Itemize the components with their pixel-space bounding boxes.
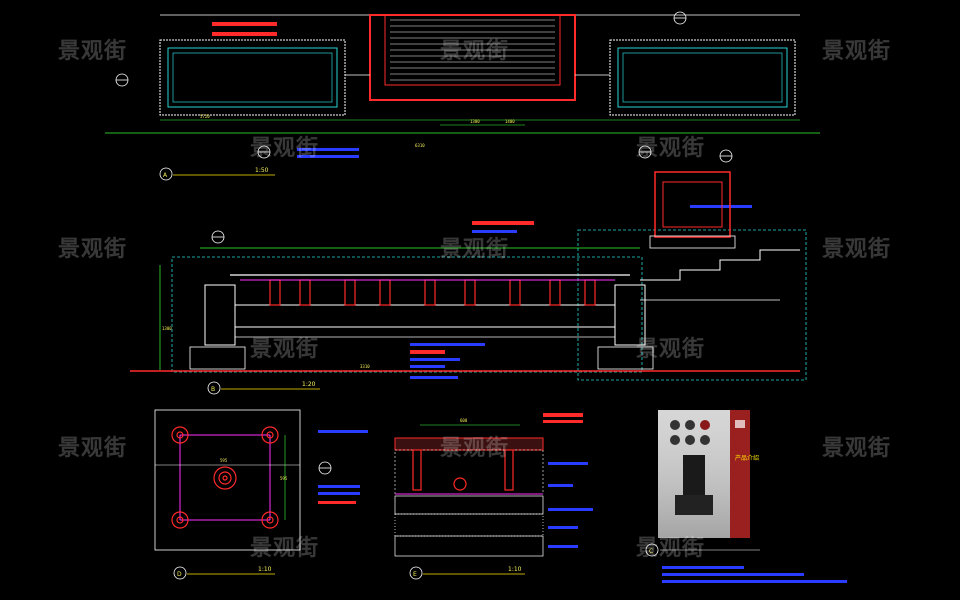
label-b-letter: B [211, 386, 215, 393]
watermark: 景观街 [58, 435, 127, 461]
dim-overall-width: 6310 [415, 143, 425, 148]
watermark: 景观街 [440, 38, 509, 64]
detail-e [394, 413, 593, 557]
drawing-label-c: C [645, 543, 659, 557]
section-b [130, 171, 807, 381]
label-a-letter: A [163, 172, 168, 179]
watermark: 景观街 [636, 135, 705, 161]
label-d-scale: 1:10 [258, 566, 272, 573]
label-e-letter: E [413, 571, 417, 578]
dim-section-b-height: 1300 [162, 326, 172, 331]
drawing-label-d: D 1:10 [173, 566, 275, 580]
watermark: 景观街 [822, 435, 891, 461]
dim-section-b-span: 3310 [360, 364, 370, 369]
label-c-letter: C [649, 548, 653, 555]
section-callout-markers [115, 11, 733, 475]
watermark: 景观街 [250, 336, 319, 362]
dim-detail-d-vert: 595 [280, 476, 288, 481]
watermark: 景观街 [822, 236, 891, 262]
watermark: 景观街 [636, 336, 705, 362]
watermark-layer: 景观街 景观街 景观街 景观街 景观街 景观街 景观街 景观街 景观街 景观街 … [58, 38, 891, 561]
watermark: 景观街 [58, 236, 127, 262]
dim-plan-seg-2: 1380 [470, 119, 480, 124]
watermark: 景观街 [636, 535, 705, 561]
label-d-letter: D [177, 571, 182, 578]
drawing-label-a: A 1:50 [159, 167, 275, 181]
label-e-scale: 1:10 [508, 566, 522, 573]
dim-plan-seg-3: 1400 [505, 119, 515, 124]
label-a-scale: 1:50 [255, 167, 269, 174]
watermark: 景观街 [250, 535, 319, 561]
watermark: 景观街 [440, 435, 509, 461]
label-b-scale: 1:20 [302, 381, 316, 388]
watermark: 景观街 [822, 38, 891, 64]
dim-detail-d: 595 [220, 458, 228, 463]
watermark: 景观街 [250, 135, 319, 161]
dim-plan-seg-1: 5720 [200, 114, 210, 119]
dim-detail-e-width: 600 [460, 418, 468, 423]
watermark: 景观街 [440, 236, 509, 262]
plan-a [105, 14, 820, 208]
photo-caption: 产品介绍 [735, 454, 759, 462]
drawing-label-b: B 1:20 [207, 381, 320, 395]
detail-d [154, 409, 368, 551]
drawing-label-e: E 1:10 [409, 566, 525, 580]
product-photo [658, 410, 847, 583]
watermark: 景观街 [58, 38, 127, 64]
